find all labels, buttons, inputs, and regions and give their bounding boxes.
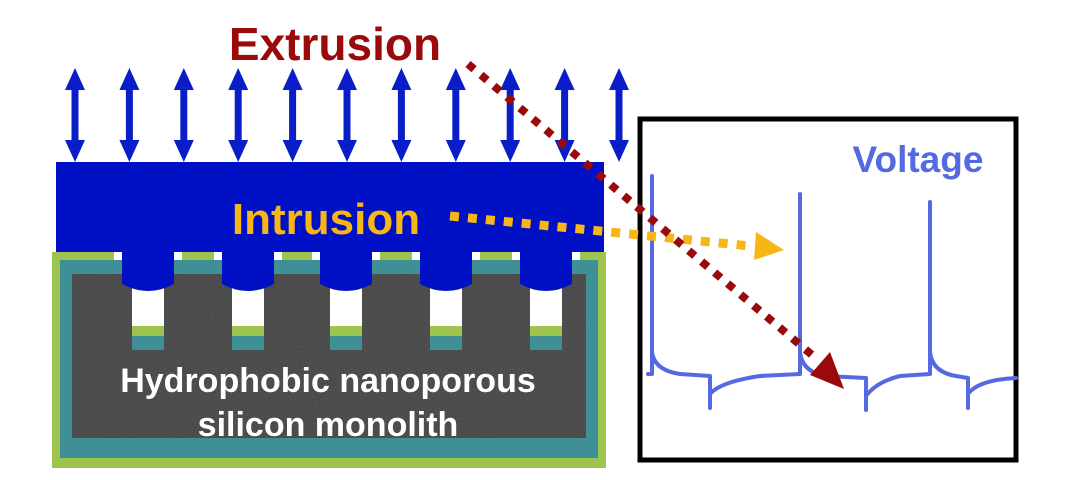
nanoporous-monolith (72, 274, 586, 438)
double-arrow-icon (554, 68, 575, 162)
intrusion-arrowhead-icon (754, 232, 784, 260)
double-arrow-icon (65, 68, 85, 162)
double-arrow-icon (173, 68, 194, 162)
silicon-substrate (52, 252, 606, 468)
voltage-plot-frame (637, 116, 1019, 463)
double-arrow-icon (282, 68, 303, 162)
extrusion-arrowhead-icon (810, 352, 844, 389)
double-arrow-icon (445, 68, 466, 162)
monolith-label-line2: silicon monolith (198, 406, 459, 444)
pressure-arrows (65, 68, 629, 162)
liquid-layer (56, 162, 604, 291)
voltage-label: Voltage (853, 139, 984, 180)
double-arrow-icon (119, 68, 140, 162)
double-arrow-icon (391, 68, 412, 162)
monolith-label-line1: Hydrophobic nanoporous (120, 362, 536, 400)
double-arrow-icon (337, 68, 357, 162)
double-arrow-icon (500, 68, 521, 162)
extrusion-label: Extrusion (229, 18, 441, 70)
double-arrow-icon (228, 68, 249, 162)
double-arrow-icon (609, 68, 629, 162)
intrusion-label: Intrusion (232, 195, 420, 244)
intrusion-arrow (449, 211, 751, 251)
extrusion-arrow (465, 60, 821, 364)
